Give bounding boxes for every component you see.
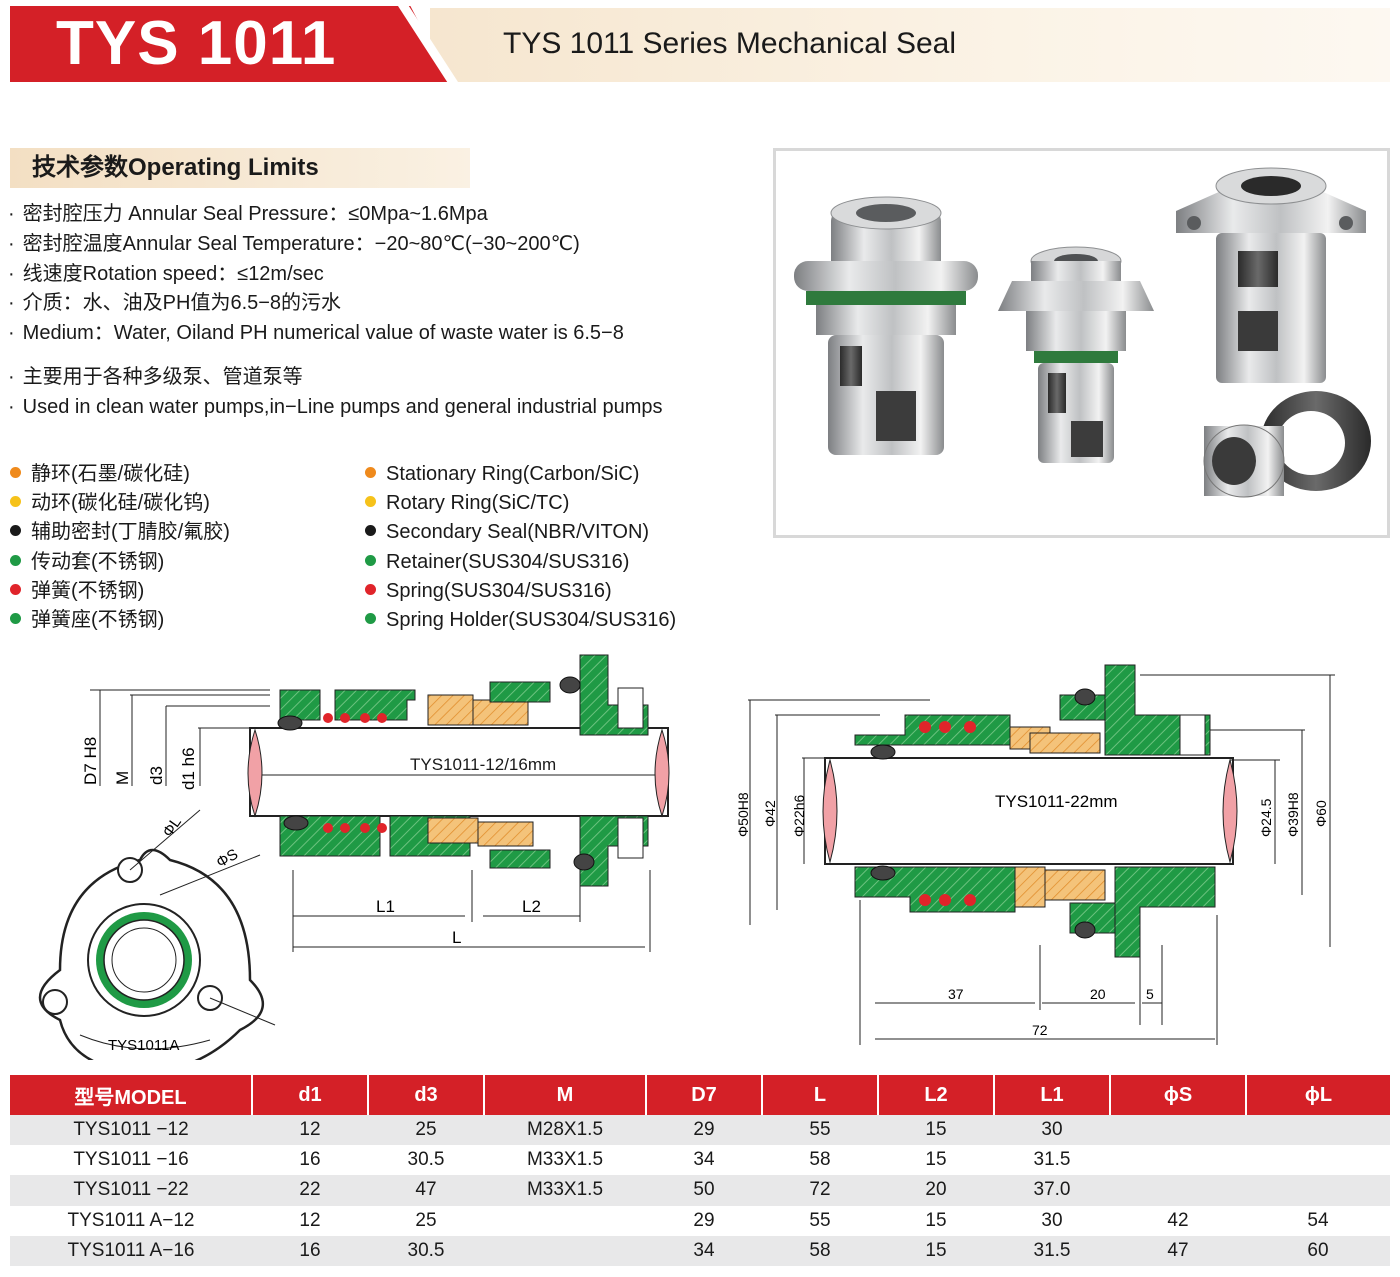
flange-view: ΦL ΦS TYS1011A bbox=[38, 809, 276, 1060]
usage-item: Used in clean water pumps,in−Line pumps … bbox=[8, 392, 663, 422]
dim-d7: D7 H8 bbox=[81, 737, 100, 785]
operating-limits-title: 技术参数Operating Limits bbox=[10, 148, 470, 188]
material-item: 静环(石墨/碳化硅) bbox=[10, 460, 230, 489]
dim-phis: ΦS bbox=[214, 846, 242, 872]
usage-item: 主要用于各种多级泵、管道泵等 bbox=[8, 362, 663, 392]
limit-item: Medium：Water, Oiland PH numerical value … bbox=[8, 319, 624, 349]
material-item: Spring Holder(SUS304/SUS316) bbox=[365, 606, 676, 635]
dim-d3: d3 bbox=[147, 766, 166, 785]
col-d7: D7 bbox=[646, 1075, 763, 1115]
dim-phi60: Φ60 bbox=[1313, 800, 1329, 827]
material-item: 弹簧(不锈钢) bbox=[10, 577, 230, 606]
col-phil: ϕL bbox=[1246, 1075, 1390, 1115]
col-d1: d1 bbox=[252, 1075, 369, 1115]
material-item: 辅助密封(丁腈胶/氟胶) bbox=[10, 518, 230, 547]
col-l: L bbox=[762, 1075, 879, 1115]
limit-item: 介质：水、油及PH值为6.5−8的污水 bbox=[8, 289, 624, 319]
header-band bbox=[430, 8, 1390, 82]
operating-limits-list: 密封腔压力 Annular Seal Pressure：≤0Mpa~1.6Mpa… bbox=[8, 200, 624, 349]
drawing-right-label: TYS1011-22mm bbox=[995, 792, 1118, 811]
material-item: 动环(碳化硅/碳化钨) bbox=[10, 489, 230, 518]
dim-l1: L1 bbox=[376, 897, 395, 916]
limit-item: 密封腔压力 Annular Seal Pressure：≤0Mpa~1.6Mpa bbox=[8, 200, 624, 230]
yellow-dot-icon bbox=[10, 496, 21, 508]
material-item: Retainer(SUS304/SUS316) bbox=[365, 548, 676, 577]
col-l1: L1 bbox=[994, 1075, 1111, 1115]
dim-phi24-5: Φ24.5 bbox=[1258, 798, 1274, 837]
red-dot-icon bbox=[365, 583, 376, 595]
material-item: Spring(SUS304/SUS316) bbox=[365, 577, 676, 606]
usage-list: 主要用于各种多级泵、管道泵等 Used in clean water pumps… bbox=[8, 362, 663, 422]
orange-dot-icon bbox=[10, 467, 21, 478]
black-dot-icon bbox=[365, 525, 376, 537]
dim-phi39: Φ39H8 bbox=[1285, 792, 1301, 837]
dim-l2: L2 bbox=[522, 897, 541, 916]
seal-photos-illustration bbox=[794, 167, 1371, 498]
product-photo bbox=[773, 148, 1390, 538]
drawing-12-16mm: TYS1011-12/16mm D7 H8 M d3 d1 h6 L1 L2 L bbox=[38, 654, 670, 1060]
col-model: 型号MODEL bbox=[10, 1075, 253, 1115]
page-header: TYS 1011 TYS 1011 Series Mechanical Seal bbox=[0, 0, 1400, 84]
dim-d1: d1 h6 bbox=[179, 747, 198, 790]
green-dot-icon bbox=[365, 613, 376, 625]
drawing-22mm: TYS1011-22mm Φ50H8 Φ42 Φ22h6 Φ24.5 Φ39H8… bbox=[735, 664, 1335, 1045]
materials-en-list: Stationary Ring(Carbon/SiC) Rotary Ring(… bbox=[365, 460, 676, 635]
dim-phil: ΦL bbox=[159, 814, 185, 840]
page-title: TYS 1011 Series Mechanical Seal bbox=[503, 27, 957, 60]
red-dot-icon bbox=[10, 583, 21, 595]
header-red-tab bbox=[10, 6, 450, 82]
col-l2: L2 bbox=[878, 1075, 995, 1115]
col-d3: d3 bbox=[368, 1075, 485, 1115]
dim-5: 5 bbox=[1146, 986, 1154, 1002]
material-item: 弹簧座(不锈钢) bbox=[10, 606, 230, 635]
dim-m: M bbox=[113, 771, 132, 785]
spec-table: 型号MODEL d1 d3 M D7 L L2 L1 ϕS ϕL TYS1011… bbox=[10, 1075, 1390, 1266]
limit-item: 线速度Rotation speed：≤12m/sec bbox=[8, 260, 624, 290]
materials-cn-list: 静环(石墨/碳化硅) 动环(碳化硅/碳化钨) 辅助密封(丁腈胶/氟胶) 传动套(… bbox=[10, 460, 230, 635]
limit-item: 密封腔温度Annular Seal Temperature：−20~80℃(−3… bbox=[8, 230, 624, 260]
dim-20: 20 bbox=[1090, 986, 1106, 1002]
dim-72: 72 bbox=[1032, 1022, 1048, 1038]
black-dot-icon bbox=[10, 525, 21, 537]
yellow-dot-icon bbox=[365, 496, 376, 508]
material-item: Stationary Ring(Carbon/SiC) bbox=[365, 460, 676, 489]
dim-phi42: Φ42 bbox=[762, 800, 778, 827]
dim-37: 37 bbox=[948, 986, 964, 1002]
drawing-left-label: TYS1011-12/16mm bbox=[410, 755, 556, 774]
green-dot-icon bbox=[10, 613, 21, 625]
col-m: M bbox=[484, 1075, 647, 1115]
green-dot-icon bbox=[365, 554, 376, 566]
product-code: TYS 1011 bbox=[56, 9, 337, 78]
flange-label: TYS1011A bbox=[108, 1037, 179, 1054]
green-dot-icon bbox=[10, 554, 21, 566]
dim-phi22: Φ22h6 bbox=[791, 794, 807, 837]
material-item: 传动套(不锈钢) bbox=[10, 548, 230, 577]
dim-phi50: Φ50H8 bbox=[735, 792, 751, 837]
material-item: Secondary Seal(NBR/VITON) bbox=[365, 518, 676, 547]
dim-l: L bbox=[452, 928, 461, 947]
col-phis: ϕS bbox=[1110, 1075, 1247, 1115]
material-item: Rotary Ring(SiC/TC) bbox=[365, 489, 676, 518]
orange-dot-icon bbox=[365, 467, 376, 478]
